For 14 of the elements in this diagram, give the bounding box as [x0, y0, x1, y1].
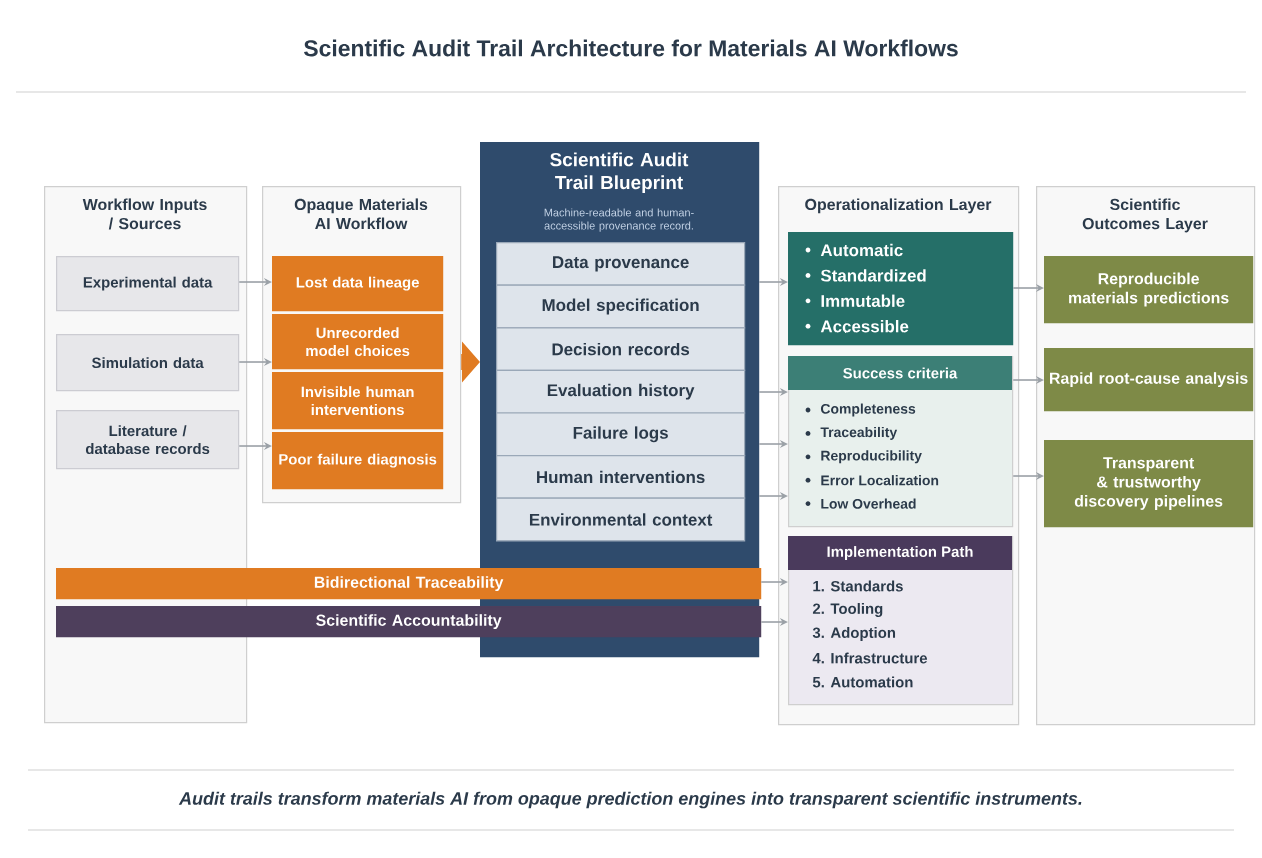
list-item: Immutable [805, 294, 905, 307]
record-row: Model specification [496, 284, 746, 329]
list-item: Standardized [805, 269, 926, 282]
record-row: Failure logs [496, 412, 746, 457]
record-row: Human interventions [496, 455, 746, 499]
title: Scientific Audit Trail Architecture for Materials AI Workflows [304, 39, 958, 57]
list-item: Automatic [805, 243, 903, 257]
record-row: Data provenance [496, 242, 746, 286]
list-item: Accessible [805, 320, 909, 333]
record-row: Environmental context [496, 497, 746, 542]
feature-list-box [788, 232, 1014, 346]
record-row: Decision records [496, 327, 746, 371]
caption: Audit trails transform materials AI from opaque prediction engines into transparent scientific instruments. [178, 791, 1082, 809]
record-row: Evaluation history [496, 369, 746, 414]
